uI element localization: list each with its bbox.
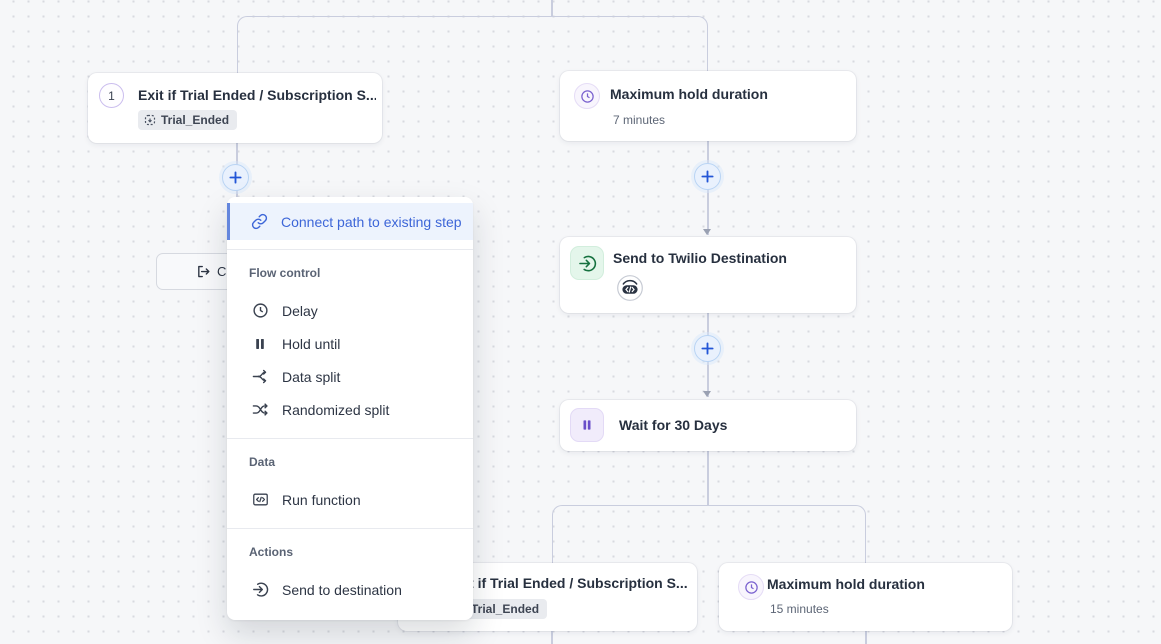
menu-section-header: Actions <box>249 545 294 559</box>
menu-item-delay[interactable]: Delay <box>227 294 473 327</box>
add-step-button-right-1[interactable] <box>694 163 721 190</box>
plus-icon <box>701 342 714 355</box>
send-destination-icon <box>570 246 604 280</box>
menu-item-randomized-split[interactable]: Randomized split <box>227 393 473 426</box>
send-destination-icon <box>251 581 269 598</box>
node-wait[interactable]: Wait for 30 Days <box>560 400 856 451</box>
menu-item-label: Hold until <box>282 335 341 352</box>
clock-icon <box>738 574 764 600</box>
function-badge-icon <box>617 275 643 301</box>
node-duration: 15 minutes <box>770 602 829 616</box>
node-duration: 7 minutes <box>613 113 666 127</box>
node-title: Wait for 30 Days <box>619 417 728 433</box>
menu-item-hold-until[interactable]: Hold until <box>227 327 473 360</box>
menu-item-connect-path[interactable]: Connect path to existing step <box>227 203 473 240</box>
node-title: Maximum hold duration <box>610 86 768 102</box>
connector-below-left-card <box>551 631 553 644</box>
menu-section-header: Flow control <box>249 266 321 280</box>
menu-divider <box>227 249 473 250</box>
clock-icon <box>574 83 600 109</box>
node-title: Exit if Trial Ended / Subscription S... <box>138 87 376 103</box>
audience-dashed-icon <box>144 114 156 126</box>
menu-item-send-to-destination[interactable]: Send to destination <box>227 573 473 606</box>
audience-badge-label: Trial_Ended <box>161 113 230 127</box>
pause-icon <box>570 408 604 442</box>
connector-arrow-1 <box>703 229 711 235</box>
add-step-button-left[interactable] <box>222 164 249 191</box>
node-max-hold-bottom[interactable]: Maximum hold duration 15 minutes <box>719 563 1012 631</box>
menu-item-data-split[interactable]: Data split <box>227 360 473 393</box>
connector-right-3 <box>707 451 709 506</box>
plus-icon <box>701 170 714 183</box>
connector-arrow-2 <box>703 391 711 397</box>
menu-item-label: Run function <box>282 491 361 508</box>
node-title: Send to Twilio Destination <box>613 250 787 266</box>
menu-item-run-function[interactable]: Run function <box>227 483 473 516</box>
menu-item-label: Connect path to existing step <box>281 213 462 230</box>
plus-icon <box>229 171 242 184</box>
connector-top-branch <box>237 16 708 73</box>
audience-badge-label: Trial_Ended <box>471 602 540 616</box>
partial-button-label: C <box>217 264 227 279</box>
exit-arrow-icon <box>198 265 210 278</box>
step-number: 1 <box>108 88 115 103</box>
audience-badge: Trial_Ended <box>138 110 238 130</box>
node-send-destination[interactable]: Send to Twilio Destination <box>560 237 856 313</box>
connector-bottom-branch <box>552 505 866 563</box>
menu-item-label: Randomized split <box>282 401 390 418</box>
connector-below-right-card <box>865 631 867 644</box>
menu-item-label: Data split <box>282 368 341 385</box>
menu-divider <box>227 438 473 439</box>
split-icon <box>251 368 269 385</box>
code-icon <box>251 491 269 508</box>
node-title: Maximum hold duration <box>767 576 925 592</box>
menu-divider <box>227 528 473 529</box>
link-icon <box>251 213 268 230</box>
menu-item-label: Delay <box>282 302 318 319</box>
shuffle-icon <box>251 401 269 418</box>
add-step-button-right-2[interactable] <box>694 335 721 362</box>
pause-icon <box>251 337 269 351</box>
step-number-badge: 1 <box>99 83 124 108</box>
node-exit-rule-top[interactable]: 1 Exit if Trial Ended / Subscription S..… <box>88 73 382 143</box>
menu-section-data: Data Run function <box>227 439 473 528</box>
clock-icon <box>251 302 269 319</box>
node-max-hold-top[interactable]: Maximum hold duration 7 minutes <box>560 71 856 141</box>
menu-section-header: Data <box>249 455 276 469</box>
connector-top-stub <box>551 0 553 17</box>
menu-section-actions: Actions Send to destination <box>227 529 473 608</box>
menu-item-label: Send to destination <box>282 581 402 598</box>
add-step-menu: Connect path to existing step Flow contr… <box>227 197 473 620</box>
menu-section-flow-control: Flow control Delay Hold until <box>227 250 473 438</box>
node-title: Exit if Trial Ended / Subscription S... <box>448 575 688 591</box>
